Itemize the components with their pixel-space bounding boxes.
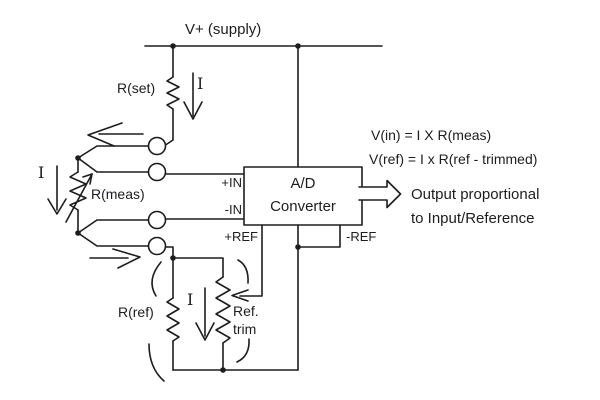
reftrim-resistor bbox=[215, 276, 231, 344]
terminal4-to-node-wire bbox=[77, 232, 150, 247]
rset-current-arrow bbox=[183, 72, 203, 120]
reftrim-label-line2: trim bbox=[233, 321, 257, 337]
plus-in-pin-label: +IN bbox=[221, 175, 242, 190]
current-right-arrow bbox=[89, 248, 141, 269]
rref-resistor bbox=[166, 297, 180, 342]
plus-ref-pin-label: +REF bbox=[224, 229, 258, 244]
rmeas-current-arrow bbox=[47, 165, 67, 215]
current-left-arrow bbox=[87, 122, 144, 147]
rmeas-label: R(meas) bbox=[91, 186, 145, 202]
connector-terminal-1 bbox=[147, 136, 167, 156]
rmeas-current-label: I bbox=[38, 163, 45, 182]
adc-name-line2: Converter bbox=[270, 198, 336, 215]
minus-ref-pin-label: -REF bbox=[346, 229, 377, 244]
connector-terminal-2 bbox=[147, 162, 167, 182]
terminal2-to-node-wire bbox=[77, 157, 150, 173]
terminal4-right-wire bbox=[164, 246, 174, 259]
terminal3-to-node-wire bbox=[77, 219, 150, 234]
reftrim-top-wire bbox=[172, 257, 224, 278]
adc-name-line1: A/D bbox=[290, 175, 316, 192]
vin-formula: V(in) = I X R(meas) bbox=[371, 127, 492, 143]
output-note-line2: to Input/Reference bbox=[411, 210, 535, 227]
rset-bottom-wire bbox=[164, 108, 174, 146]
supply-label: V+ (supply) bbox=[185, 21, 262, 38]
output-note-line1: Output proportional bbox=[411, 186, 540, 203]
junction-dots bbox=[75, 43, 301, 373]
reftrim-label-line1: Ref. bbox=[233, 303, 259, 319]
rset-resistor bbox=[166, 76, 180, 110]
rmeas-variable-arrow bbox=[65, 173, 93, 223]
rmeas-resistor bbox=[69, 171, 87, 211]
plus-ref-wiper-wire bbox=[231, 224, 263, 302]
rset-label: R(set) bbox=[117, 80, 156, 96]
rref-current-label: I bbox=[187, 290, 194, 309]
output-arrow bbox=[358, 179, 402, 209]
connector-terminal-3 bbox=[147, 210, 167, 230]
terminal1-to-node-wire bbox=[77, 145, 150, 159]
minus-ref-wire bbox=[297, 224, 341, 248]
rref-current-arrow bbox=[195, 287, 215, 341]
vref-formula: V(ref) = I x R(ref - trimmed) bbox=[369, 151, 538, 167]
rset-current-label: I bbox=[197, 74, 204, 93]
connector-terminal-4 bbox=[147, 236, 167, 256]
minus-in-pin-label: -IN bbox=[224, 202, 242, 217]
rref-label: R(ref) bbox=[118, 304, 154, 320]
reference-group-arcs bbox=[148, 259, 250, 382]
